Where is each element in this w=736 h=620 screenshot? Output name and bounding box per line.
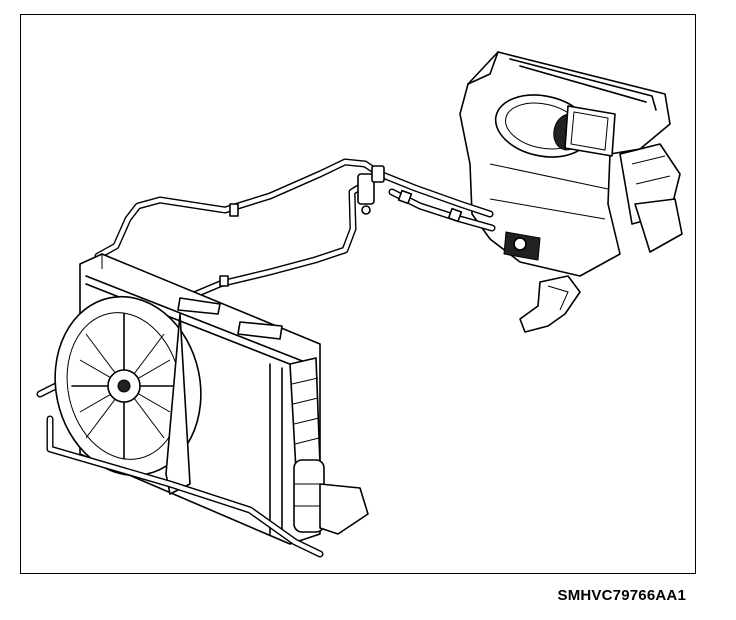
- cooling-fan: [54, 295, 202, 495]
- figure-caption: SMHVC79766AA1: [557, 587, 686, 604]
- hvac-module: [459, 51, 683, 333]
- refrigerant-lines: [94, 158, 496, 304]
- receiver-drier: [289, 357, 369, 535]
- ac-system-illustration: [36, 51, 683, 558]
- bottom-lines: [46, 415, 324, 558]
